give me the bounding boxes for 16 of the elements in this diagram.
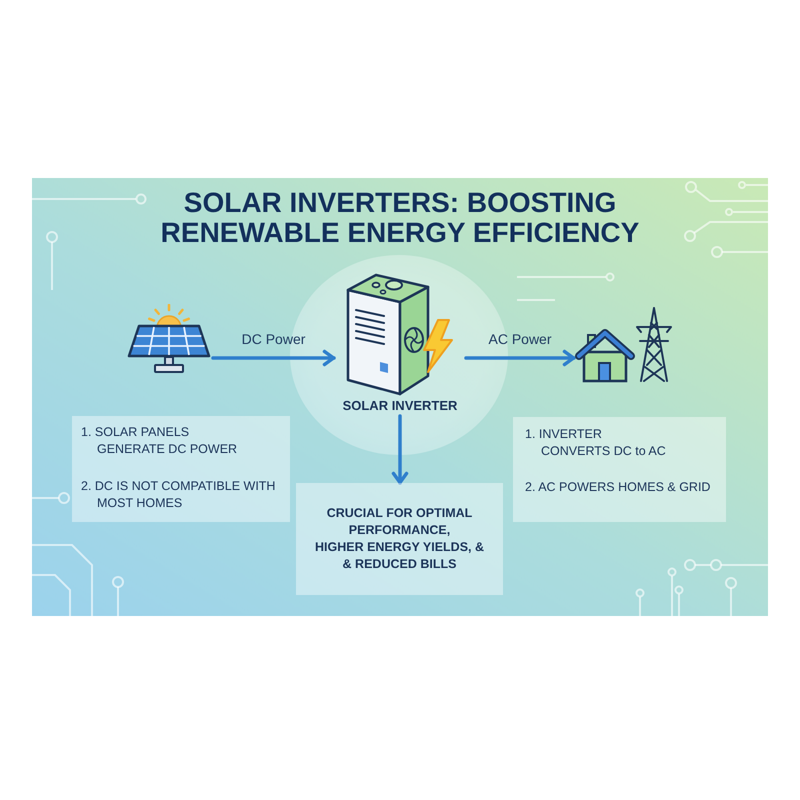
info-box bbox=[296, 483, 503, 595]
benefit-text: CRUCIAL FOR OPTIMAL PERFORMANCE, HIGHER ENERGY YIELDS, & & REDUCED BILLS bbox=[314, 505, 486, 573]
arrow bbox=[392, 414, 408, 485]
arrow bbox=[464, 350, 576, 366]
edge-label: AC Power bbox=[488, 331, 552, 348]
node-label: SOLAR INVERTER bbox=[342, 398, 458, 414]
arrow bbox=[211, 350, 336, 366]
info-box bbox=[513, 417, 726, 522]
step-text: 2. DC IS NOT COMPATIBLE WITH MOST HOMES bbox=[81, 478, 276, 512]
info-box bbox=[72, 416, 290, 522]
step-text: 1. INVERTER CONVERTS DC to AC bbox=[525, 426, 667, 460]
step-text: 1. SOLAR PANELS GENERATE DC POWER bbox=[81, 424, 238, 458]
solar-panel-illustration bbox=[125, 304, 213, 374]
edge-label: DC Power bbox=[242, 331, 306, 348]
title: SOLAR INVERTERS: BOOSTING RENEWABLE ENERGY EFFICIENCY bbox=[160, 188, 640, 248]
step-text: 2. AC POWERS HOMES & GRID bbox=[525, 479, 712, 496]
